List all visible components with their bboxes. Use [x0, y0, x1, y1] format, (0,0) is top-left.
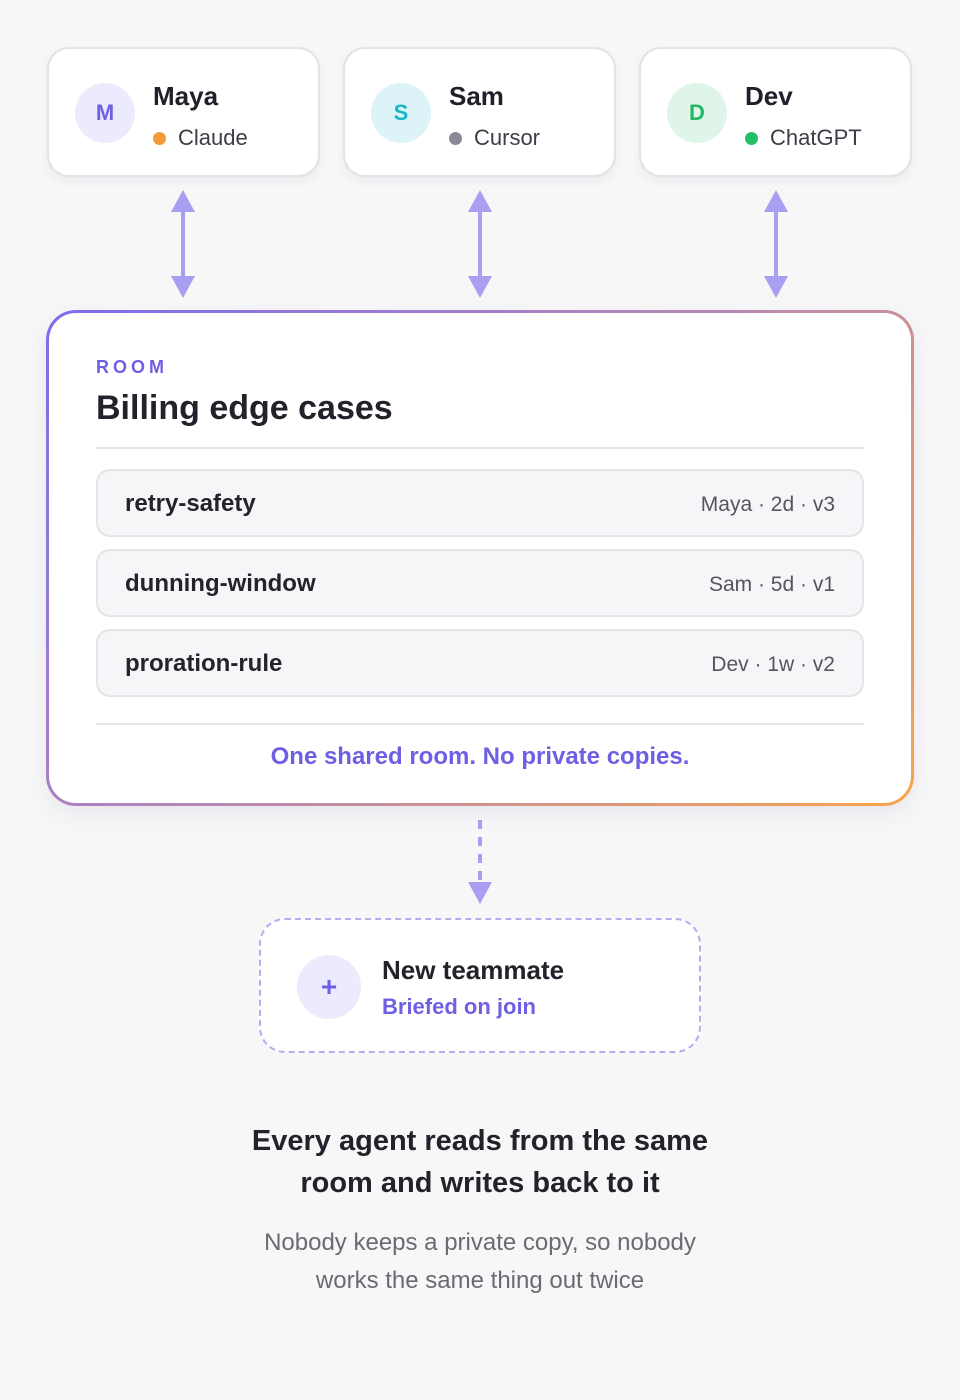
subheadline: Nobody keeps a private copy, so nobody w…	[0, 1224, 960, 1300]
note-meta: Dev · 1w · v2	[711, 653, 835, 676]
agent-tool-label: Claude	[178, 125, 248, 150]
room-tagline: One shared room. No private copies.	[270, 743, 690, 770]
note-meta: Sam · 5d · v1	[708, 573, 835, 596]
status-dot-icon	[153, 131, 166, 145]
bidirectional-arrow-icon	[764, 190, 788, 298]
room-card: ROOM Billing edge cases retry-safety May…	[46, 310, 914, 806]
avatar: S	[371, 83, 431, 143]
agent-tool-label: ChatGPT	[770, 125, 862, 150]
new-teammate-card: + New teammate Briefed on join	[259, 918, 701, 1053]
note-row[interactable]: proration-rule Dev · 1w · v2	[96, 629, 864, 697]
divider	[96, 723, 864, 725]
new-teammate-subtitle: Briefed on join	[382, 994, 536, 1019]
note-name: retry-safety	[125, 490, 256, 517]
new-teammate-title: New teammate	[382, 955, 565, 985]
plus-icon: +	[297, 955, 361, 1019]
agent-name: Sam	[449, 81, 504, 111]
agent-card-maya: M Maya Claude	[47, 47, 320, 177]
note-row[interactable]: retry-safety Maya · 2d · v3	[96, 469, 864, 537]
agent-name: Dev	[745, 81, 793, 111]
bidirectional-arrow-icon	[468, 190, 492, 298]
agent-name: Maya	[153, 81, 219, 111]
subheadline-line: Nobody keeps a private copy, so nobody	[264, 1229, 696, 1256]
note-name: dunning-window	[125, 570, 316, 597]
divider	[96, 447, 864, 449]
status-dot-icon	[745, 131, 758, 145]
avatar: D	[667, 83, 727, 143]
agent-tool: ChatGPT	[745, 125, 862, 151]
status-dot-icon	[449, 131, 462, 145]
room-title: Billing edge cases	[96, 389, 393, 427]
dashed-arrow-down-icon	[468, 820, 492, 904]
note-name: proration-rule	[125, 650, 283, 677]
avatar: M	[75, 83, 135, 143]
bidirectional-arrow-icon	[171, 190, 195, 298]
agent-tool: Cursor	[449, 125, 540, 151]
subheadline-line: works the same thing out twice	[315, 1267, 645, 1294]
agent-tool: Claude	[153, 125, 248, 151]
room-eyebrow: ROOM	[96, 357, 168, 377]
headline-line: room and writes back to it	[300, 1167, 660, 1199]
note-row[interactable]: dunning-window Sam · 5d · v1	[96, 549, 864, 617]
agent-tool-label: Cursor	[474, 125, 541, 150]
agent-card-sam: S Sam Cursor	[343, 47, 616, 177]
note-meta: Maya · 2d · v3	[700, 493, 835, 516]
headline-line: Every agent reads from the same	[251, 1125, 709, 1157]
headline: Every agent reads from the same room and…	[0, 1120, 960, 1204]
agent-card-dev: D Dev ChatGPT	[639, 47, 912, 177]
